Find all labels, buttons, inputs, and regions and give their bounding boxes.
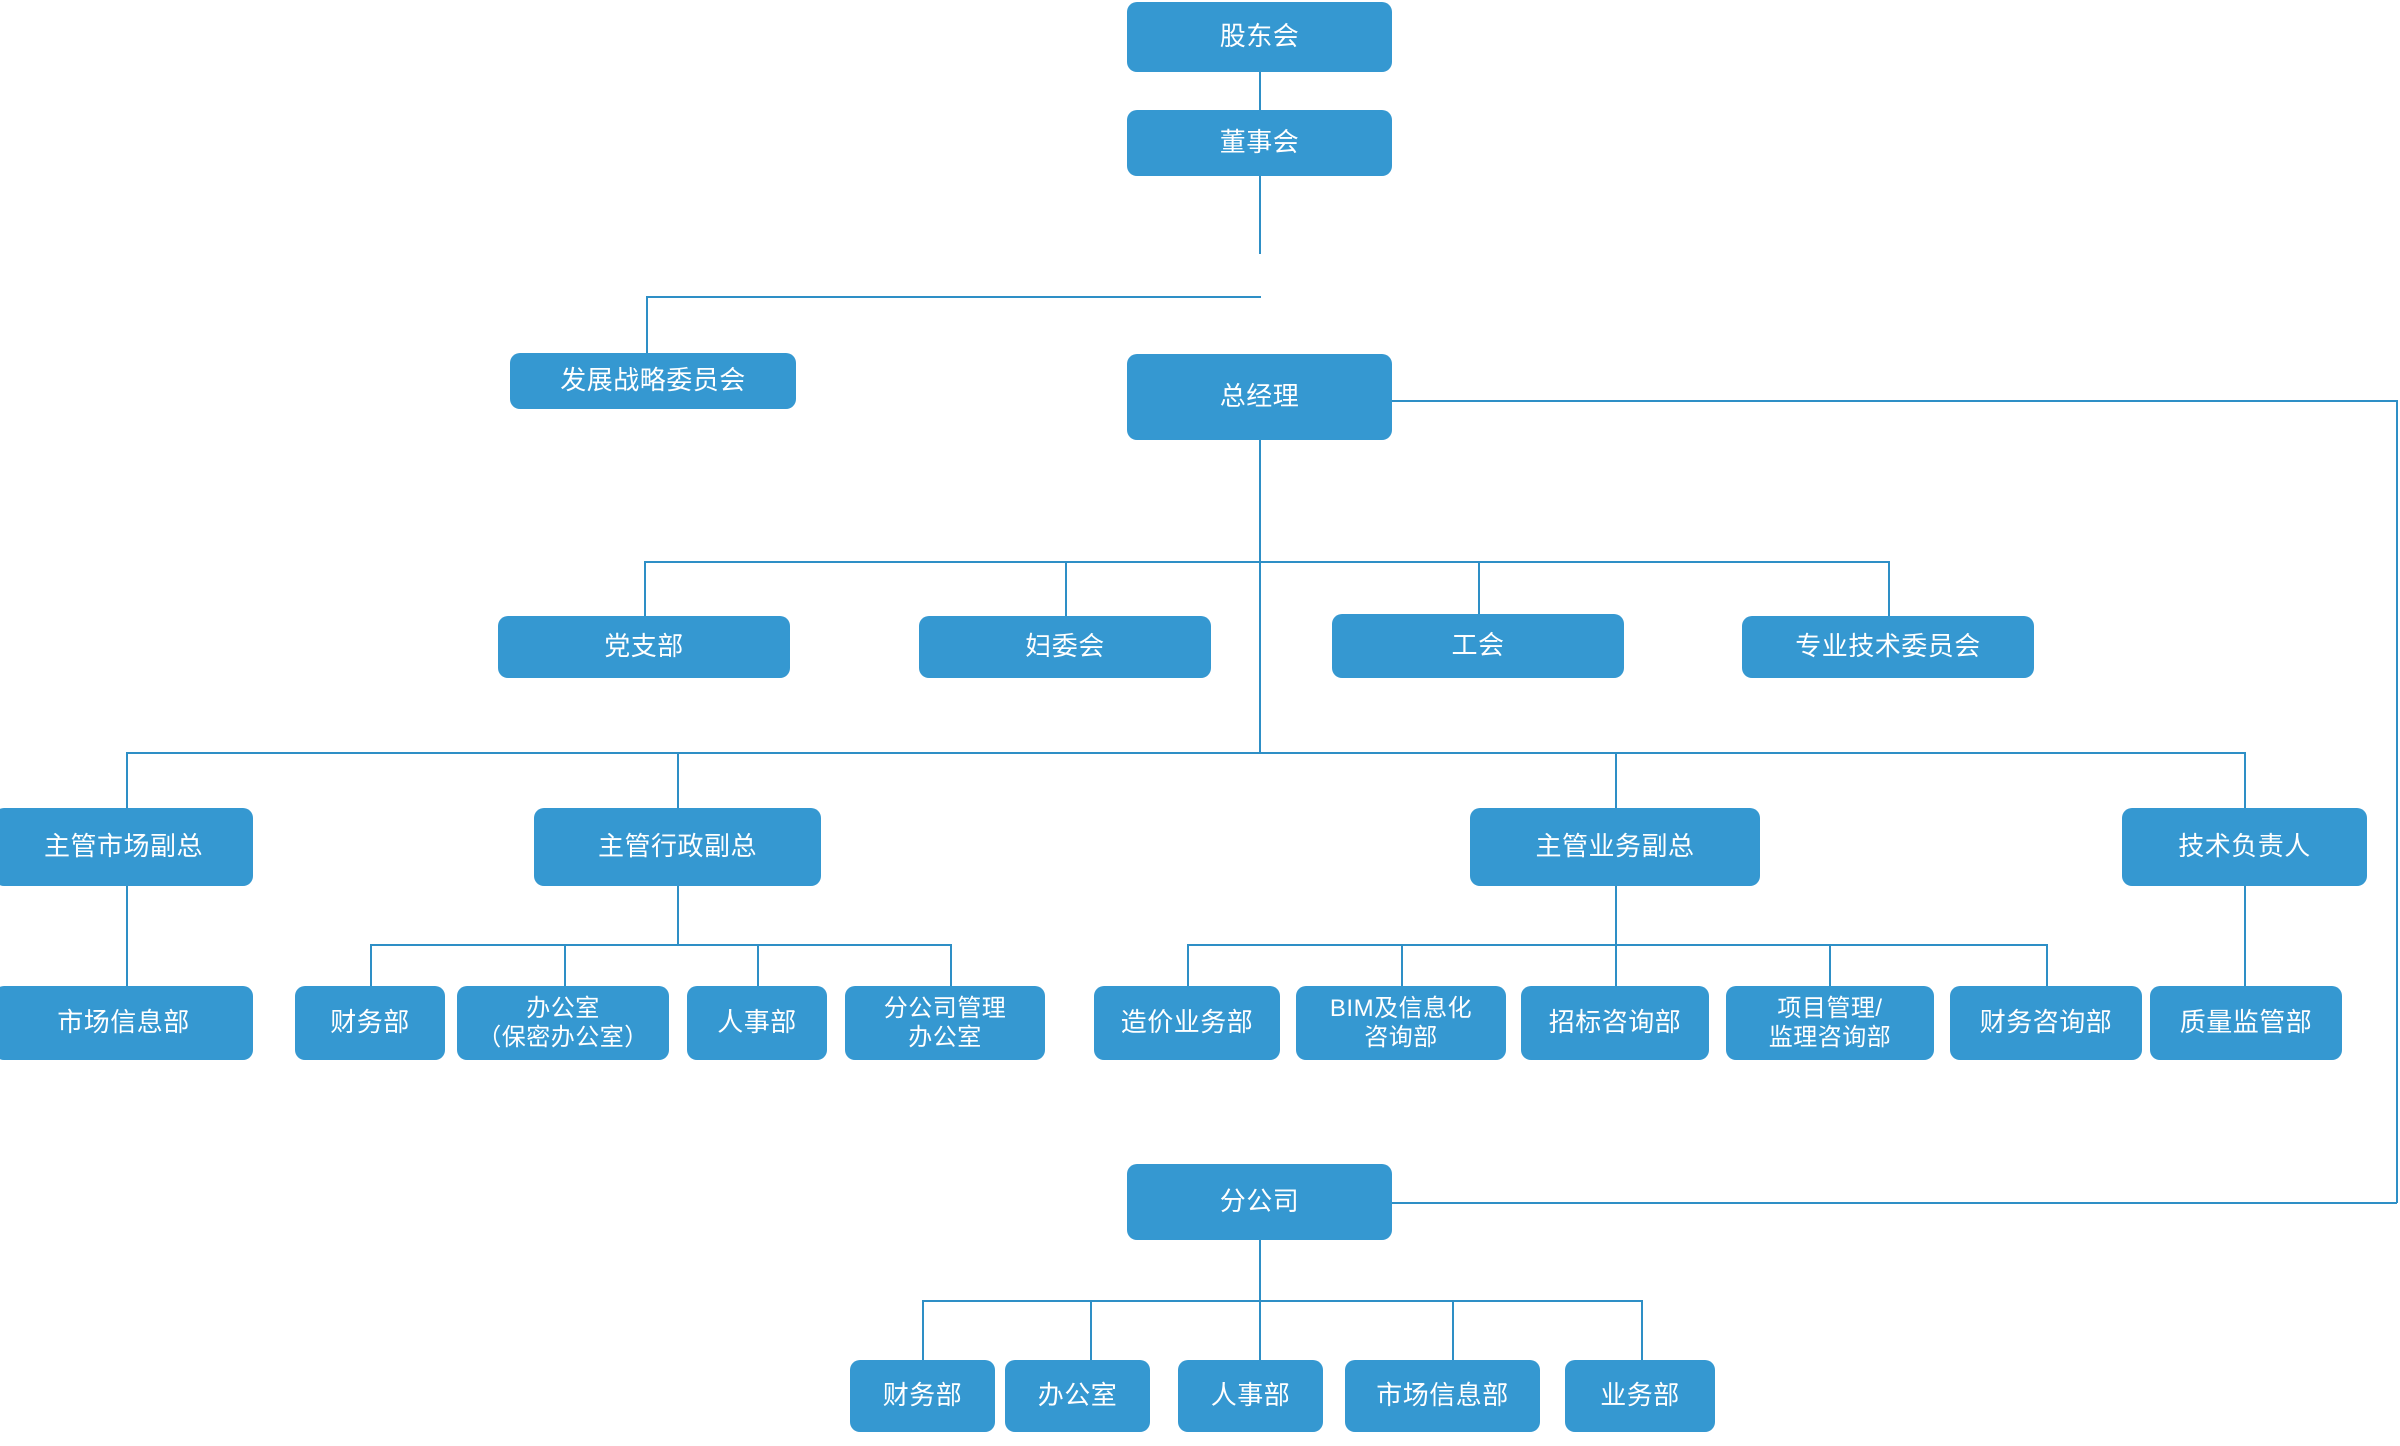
node-vp-market[interactable]: 主管市场副总 [0,808,253,886]
connector-board-bus [646,296,1261,298]
node-branch-hr[interactable]: 人事部 [1178,1360,1323,1432]
node-bidding-consult-dept[interactable]: 招标咨询部 [1521,986,1709,1060]
node-branch-company[interactable]: 分公司 [1127,1164,1392,1240]
connector-vp-market-to-dept [126,886,128,986]
node-board[interactable]: 董事会 [1127,110,1392,176]
node-dev-strategy-committee[interactable]: 发展战略委员会 [510,353,796,409]
connector-branch-business-drop [1641,1300,1643,1360]
connector-tech-committee-drop [1888,561,1890,621]
node-finance-dept[interactable]: 财务部 [295,986,445,1060]
node-branch-office[interactable]: 办公室 [1005,1360,1150,1432]
connector-admin-dept-bus [370,944,951,946]
connector-branch-hr-drop [1259,1300,1261,1360]
connector-finance-dept-drop [370,944,372,986]
node-shareholders[interactable]: 股东会 [1127,2,1392,72]
connector-pm-supervision-dept-drop [1829,944,1831,986]
connector-gm-spine [1259,437,1261,754]
connector-branch-finance-drop [922,1300,924,1360]
connector-hr-dept-drop [757,944,759,986]
node-branch-finance[interactable]: 财务部 [850,1360,995,1432]
connector-branch-mgmt-office-drop [950,944,952,986]
node-branch-business[interactable]: 业务部 [1565,1360,1715,1432]
connector-office-dept-drop [564,944,566,986]
connector-vp-market-drop [126,752,128,812]
connector-vp-business-down [1615,886,1617,945]
node-branch-mgmt-office[interactable]: 分公司管理 办公室 [845,986,1045,1060]
node-party-branch[interactable]: 党支部 [498,616,790,678]
node-hr-dept[interactable]: 人事部 [687,986,827,1060]
connector-branch-office-drop [1090,1300,1092,1360]
connector-branch-dept-bus [922,1300,1642,1302]
node-labor-union[interactable]: 工会 [1332,614,1624,678]
connector-bidding-dept-drop [1615,944,1617,986]
connector-labor-union-drop [1478,561,1480,621]
connector-committee-bus [644,561,1889,563]
connector-cost-business-dept-drop [1187,944,1189,986]
connector-finance-consult-dept-drop [2046,944,2048,986]
connector-dev-strategy-drop [646,296,648,356]
connector-women-committee-drop [1065,561,1067,621]
connector-party-branch-drop [644,561,646,621]
node-cost-business-dept[interactable]: 造价业务部 [1094,986,1280,1060]
node-tech-committee[interactable]: 专业技术委员会 [1742,616,2034,678]
connector-right-spine [2396,400,2398,1203]
node-vp-business[interactable]: 主管业务副总 [1470,808,1760,886]
node-market-info-dept[interactable]: 市场信息部 [0,986,253,1060]
connector-tech-director-drop [2244,752,2246,812]
node-finance-consult-dept[interactable]: 财务咨询部 [1950,986,2142,1060]
connector-business-dept-bus [1187,944,2047,946]
node-vp-admin[interactable]: 主管行政副总 [534,808,821,886]
connector-right-to-branch [1392,1202,2397,1204]
connector-branch-company-down [1259,1240,1261,1301]
connector-bim-info-dept-drop [1401,944,1403,986]
node-branch-market-info[interactable]: 市场信息部 [1345,1360,1540,1432]
node-office-dept[interactable]: 办公室 （保密办公室） [457,986,669,1060]
connector-gm-to-right [1392,400,2397,402]
node-quality-control-dept[interactable]: 质量监管部 [2150,986,2342,1060]
connector-vp-business-drop [1615,752,1617,812]
connector-vp-bus [126,752,2245,754]
connector-tech-director-to-dept [2244,886,2246,986]
node-tech-director[interactable]: 技术负责人 [2122,808,2367,886]
node-pm-supervision-dept[interactable]: 项目管理/ 监理咨询部 [1726,986,1934,1060]
node-bim-info-dept[interactable]: BIM及信息化 咨询部 [1296,986,1506,1060]
node-general-manager[interactable]: 总经理 [1127,354,1392,440]
connector-board-down [1259,170,1261,254]
connector-vp-admin-drop [677,752,679,812]
node-women-committee[interactable]: 妇委会 [919,616,1211,678]
connector-vp-admin-down [677,886,679,945]
connector-branch-market-info-drop [1452,1300,1454,1360]
